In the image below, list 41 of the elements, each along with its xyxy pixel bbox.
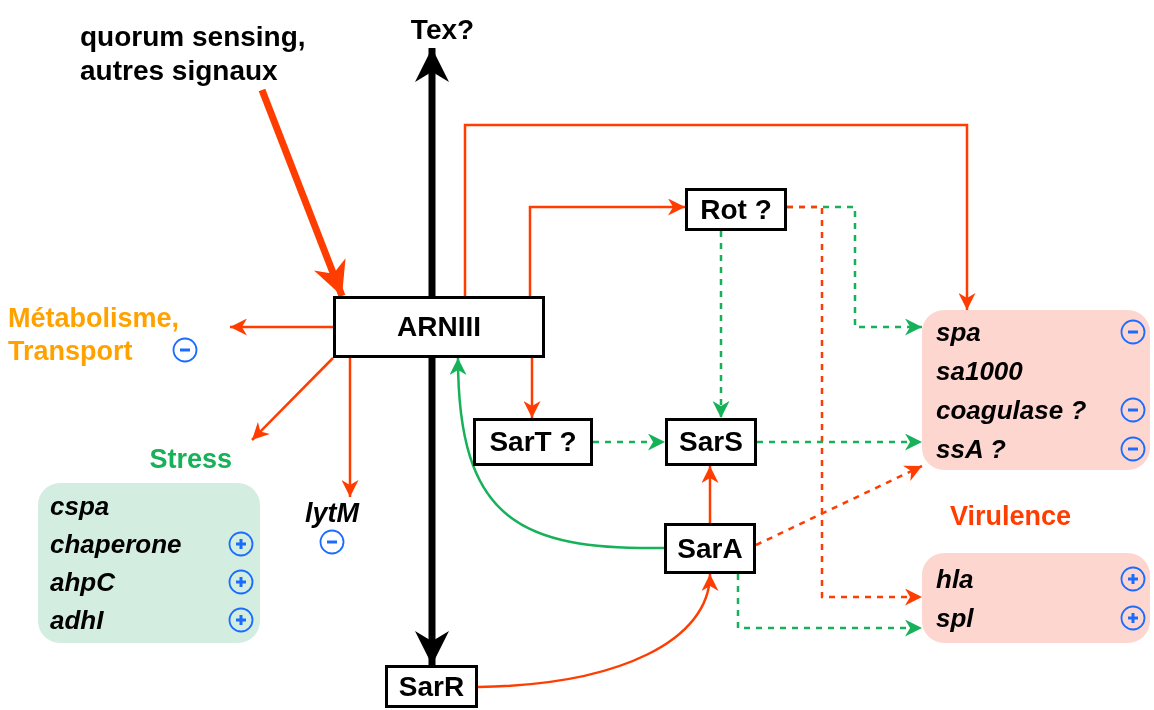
gene-label: coagulase ? xyxy=(936,396,1087,423)
gene-box: Rot ? xyxy=(685,188,787,231)
dashed-arrow xyxy=(755,464,923,547)
category-label: Métabolisme, Transport xyxy=(8,301,178,369)
gene-box: SarA xyxy=(664,523,756,574)
label-text: quorum sensing, autres signaux xyxy=(80,20,307,88)
arrow xyxy=(463,123,976,310)
dashed-arrow xyxy=(593,433,665,451)
dashed-arrow xyxy=(757,433,922,451)
gene-label: ssA ? xyxy=(936,435,1006,462)
category-label: Virulence xyxy=(950,501,1072,531)
gene-label: cspa xyxy=(50,493,110,519)
arrow xyxy=(701,466,719,523)
gene-label: adhI xyxy=(50,607,104,633)
gene-label: hla xyxy=(936,565,974,592)
gene-list-panel xyxy=(922,310,1150,470)
gene-label: lytM xyxy=(305,497,359,530)
arrow xyxy=(528,198,685,296)
arrow xyxy=(477,573,717,689)
arrow xyxy=(251,357,334,441)
gene-box: SarT ? xyxy=(473,418,593,466)
gene-box: SarR xyxy=(385,665,478,708)
gene-label: chaperone xyxy=(50,531,182,557)
label-text: Tex? xyxy=(410,13,475,47)
dashed-arrow xyxy=(736,574,922,637)
category-label: Stress xyxy=(149,443,232,476)
arrow xyxy=(415,358,449,665)
gene-label: ahpC xyxy=(50,569,115,595)
arrow xyxy=(258,88,346,298)
gene-box: SarS xyxy=(665,418,757,466)
gene-label: sa1000 xyxy=(936,357,1023,384)
gene-label: spa xyxy=(936,318,981,345)
dashed-arrow xyxy=(712,231,730,418)
arrow xyxy=(523,358,541,418)
arrow xyxy=(450,357,664,550)
gene-list-panel xyxy=(922,553,1150,643)
dashed-arrow xyxy=(787,205,922,606)
gene-box: ARNIII xyxy=(333,296,545,358)
gene-label: spl xyxy=(936,604,974,631)
arrow xyxy=(341,358,359,497)
arrow xyxy=(230,318,333,336)
